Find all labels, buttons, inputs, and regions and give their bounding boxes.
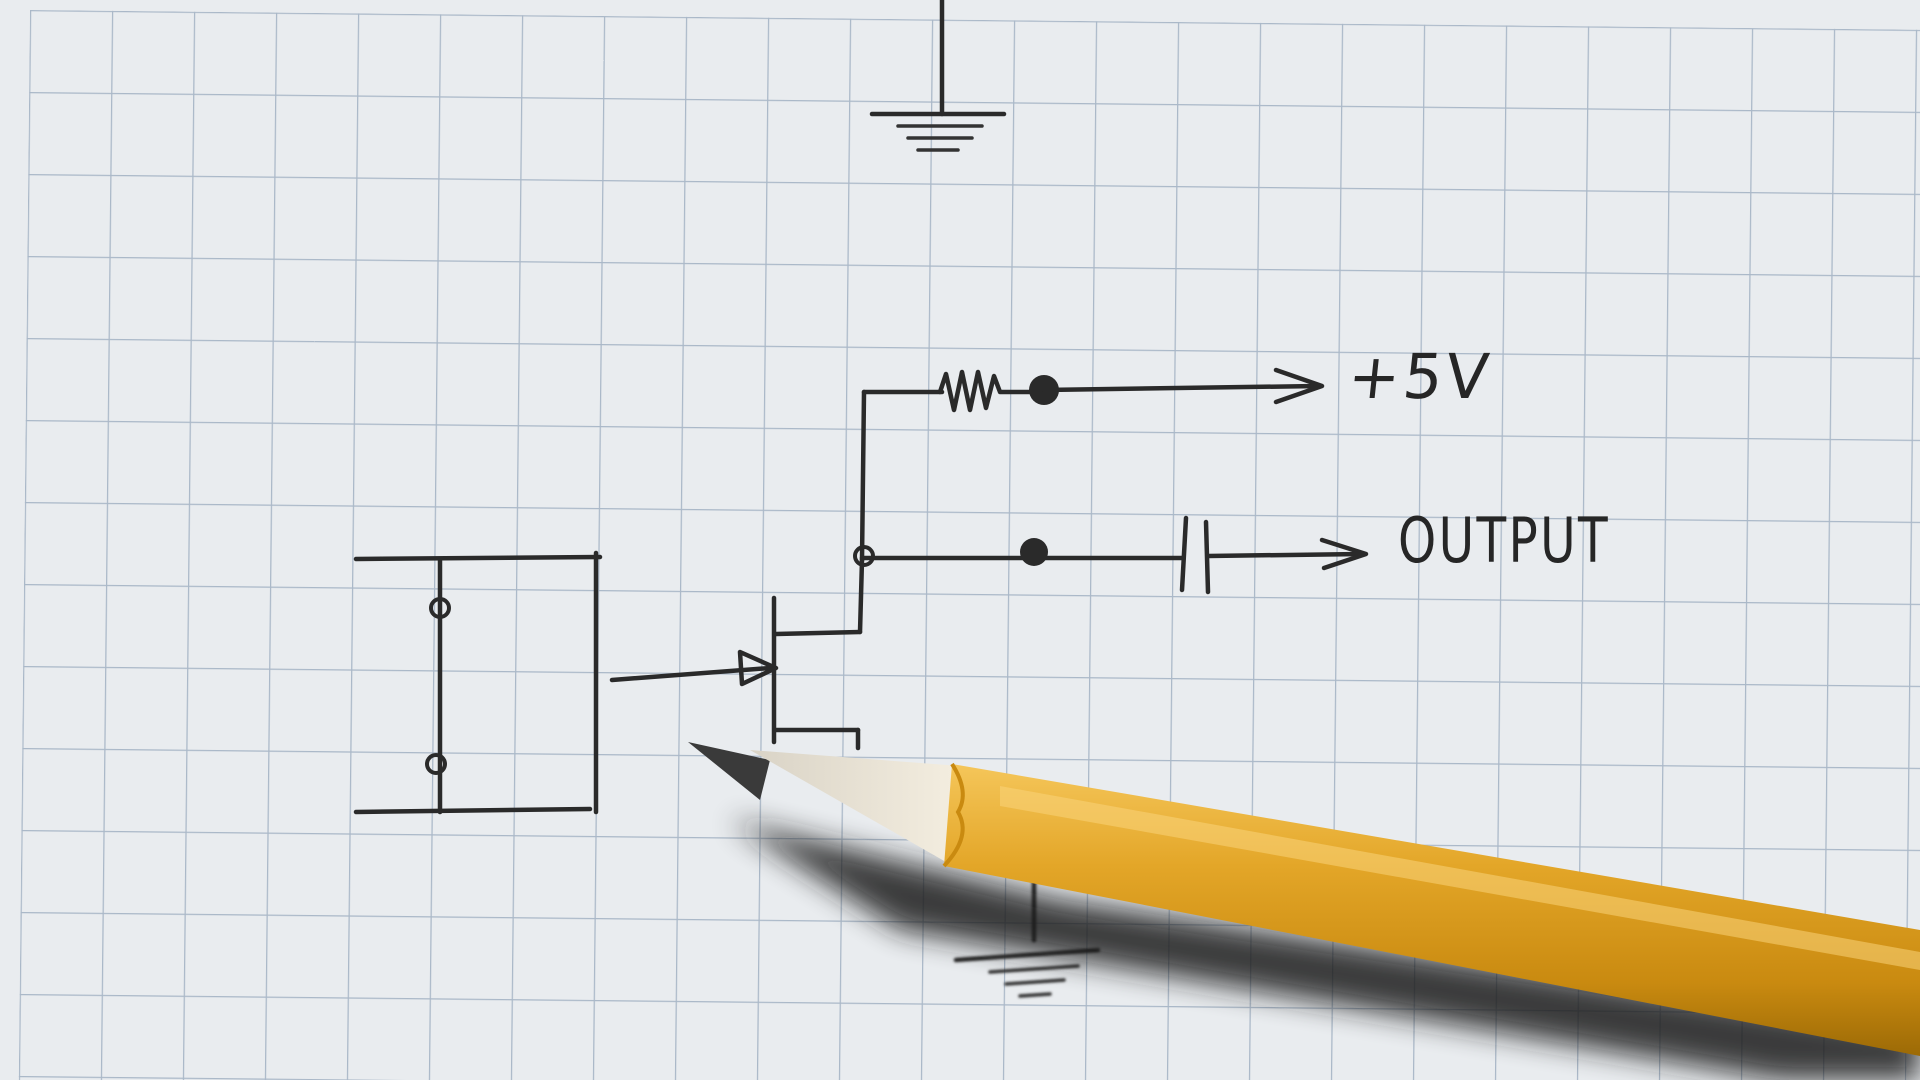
switch-contact [425, 753, 447, 775]
switch-contact [429, 597, 451, 619]
supply-label: +5V [1345, 340, 1495, 413]
supply-arrow [1041, 367, 1325, 405]
drain-wire [857, 389, 945, 635]
pencil-shadow [730, 820, 1920, 1080]
junction-dot [853, 545, 875, 567]
resistor-icon [937, 369, 1047, 413]
output-node-dot [1020, 538, 1048, 566]
mosfet-icon [771, 595, 863, 751]
output-arrow [1205, 537, 1369, 571]
pencil-icon [688, 742, 1920, 1056]
switch-icon [353, 550, 603, 815]
ground-icon [869, 0, 1007, 152]
gate-arrow [609, 649, 779, 687]
output-label: OUTPUT [1398, 504, 1610, 577]
